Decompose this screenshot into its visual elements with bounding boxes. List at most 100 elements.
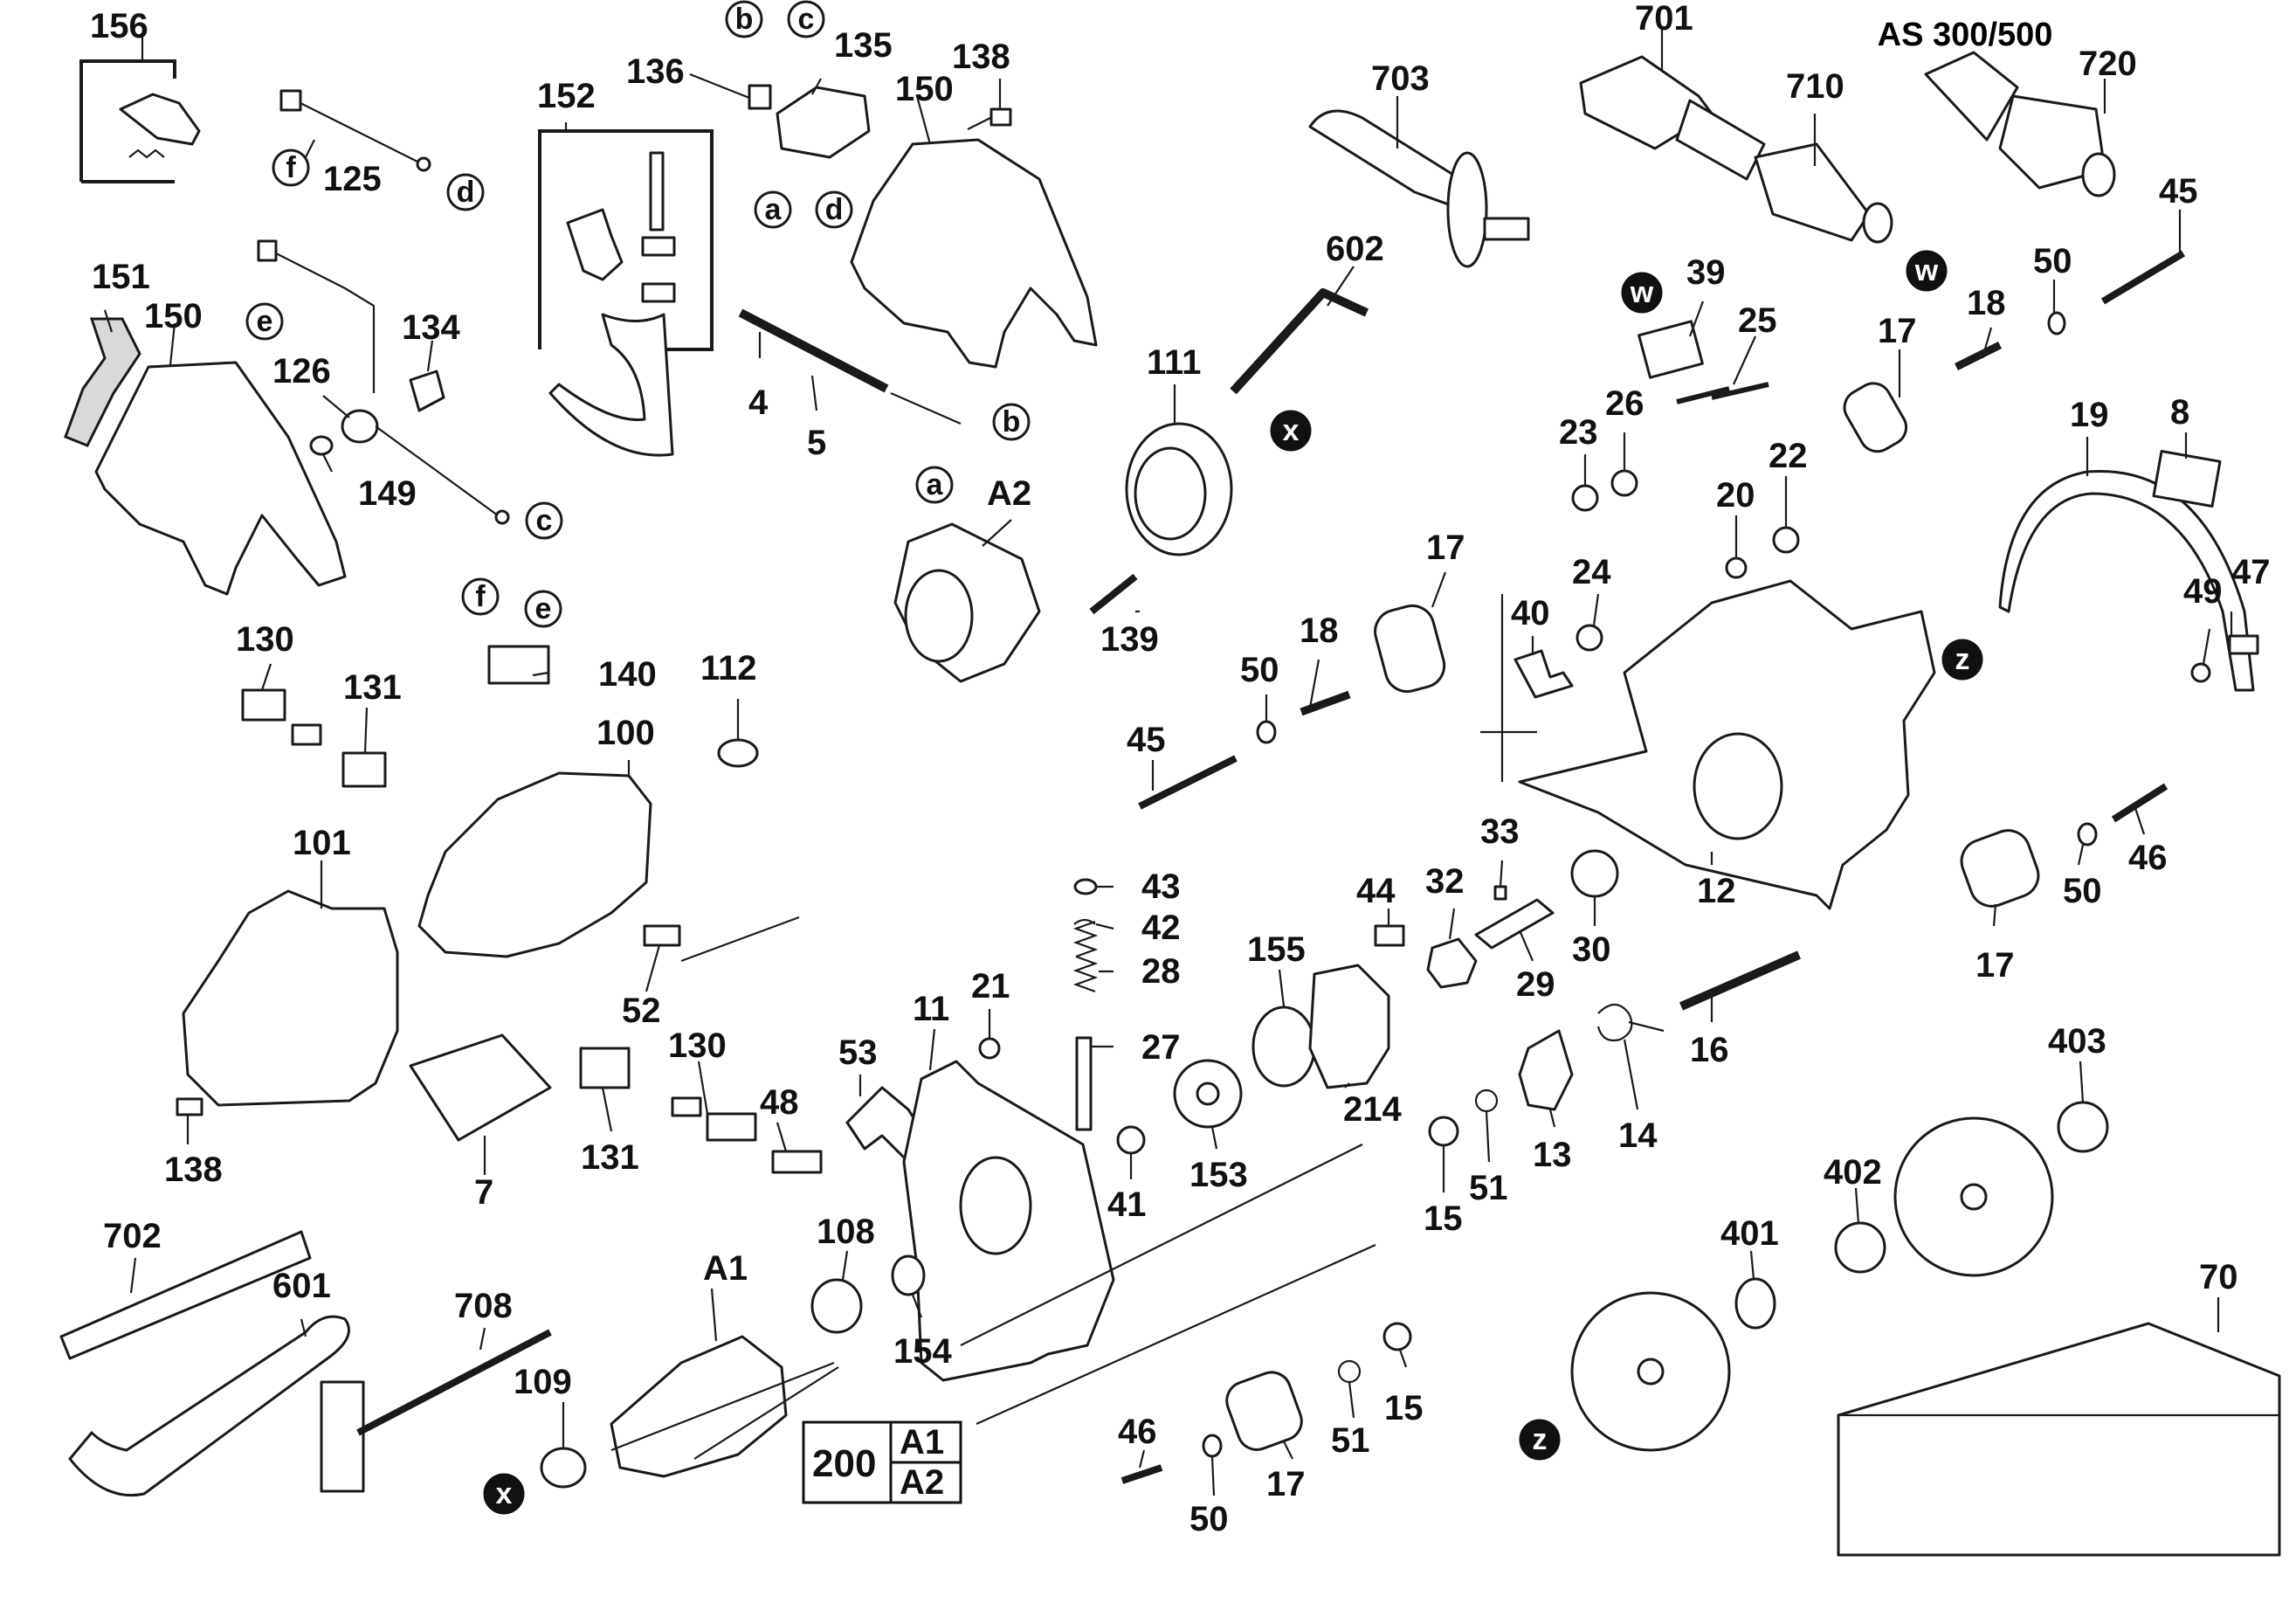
part-138-top xyxy=(967,107,1012,130)
label-138-top: 138 xyxy=(952,38,1010,76)
label-7: 7 xyxy=(474,1173,493,1212)
label-139: 139 xyxy=(1100,620,1159,659)
tool-702 xyxy=(59,1230,312,1360)
pin-33 xyxy=(1493,885,1507,901)
label-125: 125 xyxy=(323,160,382,198)
oring-154 xyxy=(891,1254,926,1296)
label-708: 708 xyxy=(454,1287,513,1325)
label-46-right: 46 xyxy=(2128,839,2168,877)
tag-w-top: w xyxy=(1621,272,1663,314)
leader-lines xyxy=(103,26,2233,1496)
screw-48 xyxy=(771,1150,823,1174)
label-702: 702 xyxy=(103,1217,162,1255)
label-52: 52 xyxy=(622,992,661,1030)
blade-upper-hub xyxy=(1960,1183,1988,1211)
nut-20 xyxy=(1725,556,1748,579)
rod-4 xyxy=(738,308,889,393)
bearing-109 xyxy=(540,1447,587,1489)
bracket-152 xyxy=(538,129,714,351)
svg-text:c: c xyxy=(536,504,553,537)
label-17-middle: 17 xyxy=(1426,529,1465,567)
label-16: 16 xyxy=(1690,1031,1729,1069)
pin-18-middle xyxy=(1300,690,1351,716)
label-70: 70 xyxy=(2199,1258,2238,1296)
label-49: 49 xyxy=(2183,572,2223,611)
label-401: 401 xyxy=(1720,1214,1779,1253)
label-214: 214 xyxy=(1343,1090,1402,1129)
screw-45-middle xyxy=(1138,755,1238,810)
label-134: 134 xyxy=(402,308,460,347)
svg-text:e: e xyxy=(257,305,273,338)
label-8 xyxy=(2152,449,2222,508)
part-130-131-top xyxy=(241,645,550,788)
strap-152 xyxy=(548,313,674,457)
housing-half-150-top xyxy=(850,138,1098,369)
model-label: AS 300/500 xyxy=(1878,17,2053,53)
svg-text:x: x xyxy=(1283,414,1300,447)
hose-adapter-701 xyxy=(1675,99,1766,181)
tag-c-126: c xyxy=(525,501,563,540)
svg-text:w: w xyxy=(1630,276,1654,309)
label-39: 39 xyxy=(1686,253,1726,292)
label-101: 101 xyxy=(293,824,351,862)
terminal-126 xyxy=(494,509,510,525)
case-70 xyxy=(1837,1322,2281,1557)
handle-708-shaft xyxy=(356,1329,552,1436)
terminal-125 xyxy=(416,156,431,172)
label-8: 8 xyxy=(2170,393,2189,432)
label-51-top: 51 xyxy=(1469,1169,1508,1207)
brush-cap-131-bottom xyxy=(579,1047,631,1089)
label-131-top: 131 xyxy=(343,668,402,707)
label-140: 140 xyxy=(598,655,657,694)
label-44: 44 xyxy=(1356,872,1396,910)
label-50-right: 50 xyxy=(2063,872,2102,910)
part-39 xyxy=(1638,320,1704,379)
svg-text:e: e xyxy=(535,592,552,625)
svg-text:d: d xyxy=(457,176,475,209)
label-403: 403 xyxy=(2048,1022,2106,1061)
tag-d-top: d xyxy=(815,190,853,229)
washer-30 xyxy=(1570,849,1619,898)
oring-155 xyxy=(1251,1005,1316,1088)
flange-402 xyxy=(1834,1221,1886,1274)
bearing-41 xyxy=(1116,1125,1146,1155)
adapter-710-end xyxy=(1862,202,1893,244)
label-28: 28 xyxy=(1141,952,1181,991)
label-25: 25 xyxy=(1738,301,1777,340)
label-40: 40 xyxy=(1511,594,1550,632)
washer-24 xyxy=(1575,624,1603,652)
label-130-bottom: 130 xyxy=(668,1026,727,1065)
reference-tags: b c f d a d e c b a f e w w x z x z xyxy=(245,0,1983,1515)
nut-403 xyxy=(2057,1101,2109,1153)
part-111-group xyxy=(1125,422,1233,556)
label-27: 27 xyxy=(1141,1028,1181,1067)
label-26: 26 xyxy=(1605,384,1644,423)
ring-112 xyxy=(717,738,759,768)
label-109: 109 xyxy=(514,1363,572,1401)
adapter-710 xyxy=(1754,142,1871,242)
svg-text:x: x xyxy=(496,1477,513,1510)
label-A2: A2 xyxy=(987,474,1031,513)
label-4: 4 xyxy=(748,384,769,422)
connector-126 xyxy=(257,239,278,262)
roller-17-middle xyxy=(1374,604,1446,694)
part-701-group xyxy=(1579,55,1893,244)
pin-27 xyxy=(1075,1036,1093,1131)
part-number-labels: 156 125 152 136 135 138 150 151 150 134 … xyxy=(90,0,2271,1538)
label-149: 149 xyxy=(358,474,417,513)
label-602: 602 xyxy=(1326,230,1384,268)
label-100: 100 xyxy=(596,714,655,752)
washer-50-bottom xyxy=(1202,1434,1223,1458)
label-53: 53 xyxy=(838,1033,878,1072)
part-135-group xyxy=(748,84,871,159)
bearing-108 xyxy=(810,1278,863,1334)
tag-d-125: d xyxy=(446,173,485,211)
label-135: 135 xyxy=(834,26,893,65)
tag-e-126: e xyxy=(245,302,284,341)
label-701: 701 xyxy=(1635,0,1693,38)
nut-21 xyxy=(978,1037,1001,1060)
screw-47 xyxy=(2228,634,2259,655)
label-41: 41 xyxy=(1107,1185,1147,1224)
tag-x-111: x xyxy=(1270,410,1312,452)
